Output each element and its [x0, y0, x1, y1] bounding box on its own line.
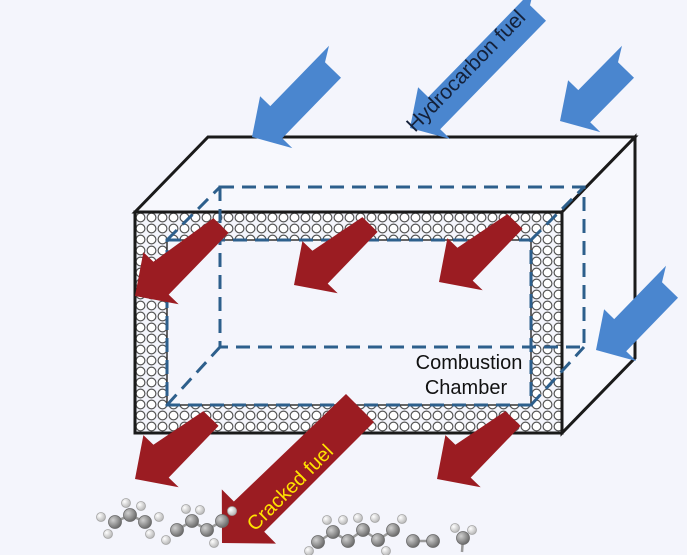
box-top-face	[131, 135, 639, 214]
red-arrow-2	[294, 217, 378, 294]
carbon-atom	[138, 515, 152, 529]
hydrocarbon-molecules	[96, 498, 477, 555]
carbon-atom	[456, 531, 470, 545]
cooling-tube-wall	[135, 212, 562, 433]
carbon-atom	[406, 534, 420, 548]
hydrogen-atom	[338, 515, 348, 525]
blue-arrow-4	[596, 265, 678, 361]
carbon-atom	[356, 523, 370, 537]
carbon-atom	[386, 523, 400, 537]
red-arrow-6	[437, 411, 521, 488]
carbon-atom	[426, 534, 440, 548]
hydrogen-atom	[397, 514, 407, 524]
hydrogen-atom	[381, 546, 391, 555]
hydrogen-atom	[103, 529, 113, 539]
hydrogen-atom	[195, 505, 205, 515]
carbon-atom	[170, 523, 184, 537]
red-arrow-1	[135, 218, 229, 305]
hydrogen-atom	[450, 523, 460, 533]
hydrogen-atom	[145, 529, 155, 539]
blue-arrow-1	[252, 45, 341, 149]
combustion-label-line1: Combustion	[416, 352, 523, 374]
combustion-label-line2: Chamber	[425, 377, 508, 399]
carbon-atom	[311, 535, 325, 549]
blue-arrow-2	[410, 0, 546, 139]
carbon-atom	[108, 515, 122, 529]
hydrogen-atom	[370, 513, 380, 523]
heat-exchanger-box	[131, 133, 639, 437]
hydrogen-atom	[467, 525, 477, 535]
carbon-atom	[371, 533, 385, 547]
hydrocarbon-fuel-label: Hydrocarbon fuel	[402, 6, 530, 137]
carbon-atom	[215, 514, 229, 528]
hydrogen-atom	[322, 515, 332, 525]
carbon-atom	[326, 525, 340, 539]
hydrocarbon-fuel-arrows	[252, 0, 678, 361]
carbon-atom	[123, 508, 137, 522]
carbon-atom	[341, 534, 355, 548]
hydrogen-atom	[161, 535, 171, 545]
carbon-atom	[185, 514, 199, 528]
blue-arrow-3	[560, 45, 634, 133]
red-arrow-4	[135, 411, 219, 488]
red-arrow-5	[221, 394, 374, 544]
hydrogen-atom	[304, 546, 314, 555]
hydrogen-atom	[181, 504, 191, 514]
hydrogen-atom	[209, 538, 219, 548]
cracked-fuel-arrows	[135, 214, 523, 544]
hydrogen-atom	[121, 498, 131, 508]
hydrogen-atom	[227, 506, 237, 516]
red-arrow-3	[439, 214, 523, 291]
hydrogen-atom	[353, 513, 363, 523]
carbon-atom	[200, 523, 214, 537]
hydrogen-atom	[136, 501, 146, 511]
hydrogen-atom	[154, 512, 164, 522]
hydrogen-atom	[96, 512, 106, 522]
